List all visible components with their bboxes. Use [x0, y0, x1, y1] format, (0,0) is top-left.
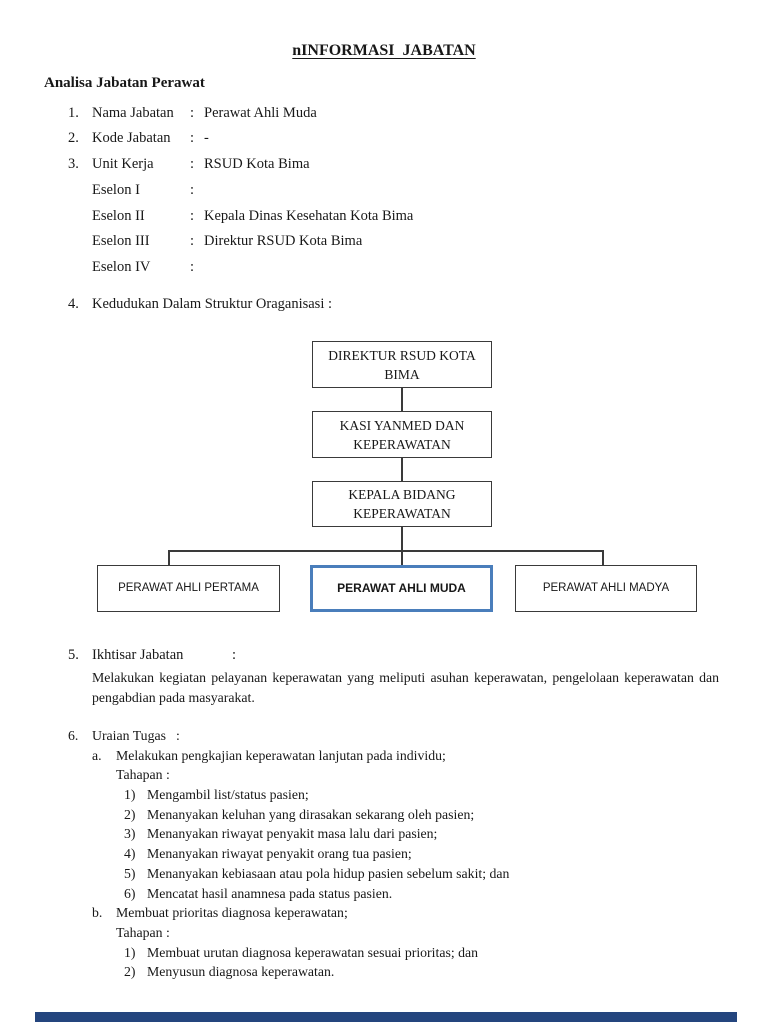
page-title-text: nINFORMASI JABATAN: [292, 42, 476, 59]
item-number: 4.: [68, 296, 79, 312]
org-box-perawat-ahli-madya: PERAWAT AHLI MADYA: [515, 565, 697, 612]
eselon-value: [204, 259, 730, 276]
eselon-label: Eselon IV: [92, 259, 151, 275]
step-text: Menanyakan keluhan yang dirasakan sekara…: [147, 806, 475, 822]
tahapan-label: Tahapan :: [116, 924, 170, 940]
task-text: Melakukan pengkajian keperawatan lanjuta…: [116, 747, 446, 763]
connector-line: [401, 388, 403, 411]
ikhtisar-body: Melakukan kegiatan pelayanan keperawatan…: [92, 670, 719, 705]
ikhtisar-separator: :: [232, 647, 237, 663]
step-text: Membuat urutan diagnosa keperawatan sesu…: [147, 944, 479, 960]
eselon-row: Eselon II : Kepala Dinas Kesehatan Kota …: [0, 208, 730, 225]
eselon-value: Kepala Dinas Kesehatan Kota Bima: [204, 208, 414, 224]
step-text: Menyusun diagnosa keperawatan.: [147, 964, 335, 980]
connector-line: [401, 527, 403, 550]
step-number: 4): [124, 846, 136, 862]
step-number: 1): [124, 787, 136, 803]
uraian-separator: :: [175, 728, 180, 743]
task-text: Membuat prioritas diagnosa keperawatan;: [116, 905, 348, 921]
task-letter: b.: [92, 905, 103, 921]
connector-line: [401, 550, 403, 565]
uraian-label: Uraian Tugas: [92, 728, 166, 743]
item-value: RSUD Kota Bima: [204, 156, 310, 172]
eselon-row: Eselon III : Direktur RSUD Kota Bima: [0, 233, 730, 250]
step-number: 2): [124, 806, 136, 822]
structure-heading-text: Kedudukan Dalam Struktur Oraganisasi :: [92, 296, 333, 312]
org-box-perawat-ahli-pertama: PERAWAT AHLI PERTAMA: [97, 565, 280, 612]
org-box-direktur: DIREKTUR RSUD KOTA BIMA: [312, 341, 492, 388]
task-row: b. Membuat prioritas diagnosa keperawata…: [0, 903, 730, 923]
identity-row: 2. Kode Jabatan : -: [0, 130, 730, 147]
identity-row: 3. Unit Kerja : RSUD Kota Bima: [0, 156, 730, 173]
item-label: Nama Jabatan: [92, 105, 174, 121]
org-box-kepala-bidang: KEPALA BIDANG KEPERAWATAN: [312, 481, 492, 527]
identity-row: 1. Nama Jabatan : Perawat Ahli Muda: [0, 105, 730, 122]
connector-line: [401, 458, 403, 481]
task-letter: a.: [92, 747, 102, 763]
step-number: 1): [124, 944, 136, 960]
step-row: 1) Membuat urutan diagnosa keperawatan s…: [0, 943, 730, 963]
step-text: Menanyakan kebiasaan atau pola hidup pas…: [147, 865, 510, 881]
item-number: 1.: [68, 105, 79, 121]
step-text: Menanyakan riwayat penyakit masa lalu da…: [147, 826, 438, 842]
step-text: Menanyakan riwayat penyakit orang tua pa…: [147, 846, 412, 862]
item-value: Perawat Ahli Muda: [204, 105, 317, 121]
eselon-row: Eselon IV :: [0, 259, 730, 276]
item-value: -: [204, 130, 209, 146]
item-separator: :: [190, 156, 195, 172]
page-title: nINFORMASI JABATAN: [0, 42, 768, 60]
eselon-separator: :: [190, 182, 195, 198]
eselon-separator: :: [190, 259, 195, 275]
step-text: Mencatat hasil anamnesa pada status pasi…: [147, 885, 393, 901]
connector-line: [168, 550, 604, 552]
ikhtisar-heading: 5. Ikhtisar Jabatan :: [0, 647, 730, 664]
step-number: 6): [124, 885, 136, 901]
step-row: 5) Menanyakan kebiasaan atau pola hidup …: [0, 864, 730, 884]
eselon-row: Eselon I :: [0, 182, 730, 199]
eselon-label: Eselon I: [92, 182, 140, 198]
eselon-value: [204, 182, 730, 199]
task-row: a. Melakukan pengkajian keperawatan lanj…: [0, 746, 730, 766]
uraian-heading: 6. Uraian Tugas :: [0, 726, 730, 746]
connector-line: [602, 550, 604, 565]
step-row: 6) Mencatat hasil anamnesa pada status p…: [0, 884, 730, 904]
step-text: Mengambil list/status pasien;: [147, 787, 309, 803]
tahapan-row: Tahapan :: [0, 923, 730, 943]
document-subtitle: Analisa Jabatan Perawat: [44, 75, 205, 91]
step-number: 3): [124, 826, 136, 842]
spacer: [166, 726, 176, 746]
step-row: 2) Menanyakan keluhan yang dirasakan sek…: [0, 805, 730, 825]
org-box-kasi-yanmed: KASI YANMED DAN KEPERAWATAN: [312, 411, 492, 458]
uraian-tugas-section: 6. Uraian Tugas : a. Melakukan pengkajia…: [0, 726, 730, 982]
item-separator: :: [190, 105, 195, 121]
eselon-value: Direktur RSUD Kota Bima: [204, 233, 363, 249]
step-row: 4) Menanyakan riwayat penyakit orang tua…: [0, 844, 730, 864]
step-row: 3) Menanyakan riwayat penyakit masa lalu…: [0, 824, 730, 844]
eselon-separator: :: [190, 233, 195, 249]
item-label: Unit Kerja: [92, 156, 154, 172]
item-separator: :: [190, 130, 195, 146]
org-box-perawat-ahli-muda-highlighted: PERAWAT AHLI MUDA: [310, 565, 493, 612]
connector-line: [168, 550, 170, 565]
item-label: Kode Jabatan: [92, 130, 171, 146]
item-number: 3.: [68, 156, 79, 172]
eselon-label: Eselon III: [92, 233, 150, 249]
tahapan-row: Tahapan :: [0, 765, 730, 785]
next-page-edge: [35, 1012, 737, 1022]
step-row: 1) Mengambil list/status pasien;: [0, 785, 730, 805]
item-number: 6.: [68, 728, 79, 743]
eselon-label: Eselon II: [92, 208, 145, 224]
step-number: 2): [124, 964, 136, 980]
structure-heading: 4. Kedudukan Dalam Struktur Oraganisasi …: [0, 296, 332, 313]
ikhtisar-label: Ikhtisar Jabatan: [92, 647, 184, 663]
step-number: 5): [124, 865, 136, 881]
item-number: 5.: [68, 647, 79, 663]
tahapan-label: Tahapan :: [116, 767, 170, 783]
step-row: 2) Menyusun diagnosa keperawatan.: [0, 962, 730, 982]
org-chart: DIREKTUR RSUD KOTA BIMA KASI YANMED DAN …: [0, 330, 768, 620]
eselon-separator: :: [190, 208, 195, 224]
item-number: 2.: [68, 130, 79, 146]
